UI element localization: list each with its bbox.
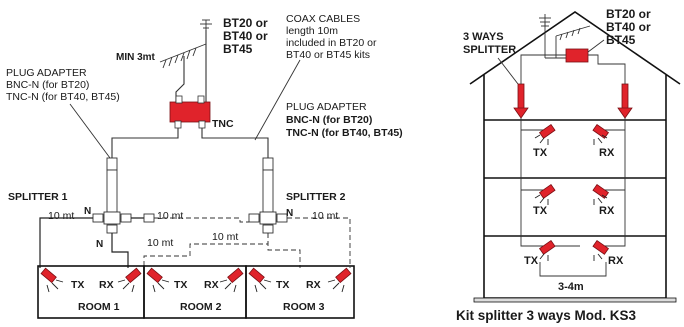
plug-adapter-right-title: PLUG ADAPTER [286,101,367,113]
floor-2-rx-antenna-icon [592,183,610,205]
plug-adapter-right-line1: BNC-N (for BT20) [286,114,372,126]
splitter-1 [106,169,118,213]
room-1-rx-antenna-icon [117,267,142,293]
n-label: N [286,208,293,219]
rx-label: RX [608,255,624,267]
house-roof [469,11,681,85]
right-diagram: BT20 or BT40 or BT45 3 WAYS SPLITTER TX [456,7,681,323]
repeater-device [565,48,589,63]
rx-label: RX [599,147,615,159]
splitter-left [517,83,525,111]
floor-1-tx-antenna-icon [534,123,556,145]
splitter-2-label: SPLITTER 2 [286,191,346,203]
coax-line3: included in BT20 or [286,37,377,49]
coax-line2: length 10m [286,25,338,37]
cable-length-label: 10 mt [157,210,183,222]
splitter-1-label: SPLITTER 1 [8,191,68,203]
room-3-label: ROOM 3 [283,301,325,313]
plug-adapter-left-title: PLUG ADAPTER [6,67,87,79]
device-label-line2: BT40 or [606,20,651,34]
floor-2-tx-antenna-icon [534,183,556,205]
cable-length-label: 10 mt [147,237,173,249]
tx-label: TX [524,255,539,267]
plug-adapter-left-line2: TNC-N (for BT40, BT45) [6,91,120,103]
room-2-rx-antenna-icon [219,267,244,293]
splitter-label-line1: 3 WAYS [463,31,504,43]
plug-adapter-left [106,157,118,171]
device-label-line1: BT20 or [606,7,651,21]
min-distance-label: MIN 3mt [116,52,156,63]
splitter-right [621,83,629,111]
floor-3-rx-antenna-icon [592,239,610,261]
rooftop-antenna-icon [539,14,591,59]
yagi-antenna-icon [159,19,212,69]
room-2-label: ROOM 2 [180,301,222,313]
room-2-tx-antenna-icon [146,267,170,293]
coax-line4: BT40 or BT45 kits [286,49,370,61]
room-1-label: ROOM 1 [78,301,120,313]
distance-label: 3-4m [558,281,584,293]
left-diagram: BT20 or BT40 or BT45 MIN 3mt COAX CABLES… [6,13,403,319]
rx-label: RX [599,205,615,217]
room-3-rx-antenna-icon [327,267,352,293]
device-label-line1: BT20 or [223,16,268,30]
plug-adapter-left-line1: BNC-N (for BT20) [6,79,89,91]
splitter-2 [262,169,274,213]
room-3 [245,265,355,319]
n-label: N [84,206,91,217]
floor-1-rx-antenna-icon [592,123,610,145]
n-label: N [96,239,103,250]
cable-length-label: 10 mt [212,231,238,243]
rx-label: RX [204,279,219,291]
tx-label: TX [174,279,187,291]
cable-length-label: 10 mt [312,210,338,222]
diagram-caption: Kit splitter 3 ways Mod. KS3 [456,308,637,323]
tx-label: TX [533,205,548,217]
tx-label: TX [71,279,84,291]
device-label-line2: BT40 or [223,29,268,43]
rx-label: RX [99,279,114,291]
repeater-device [169,101,211,123]
device-label-line3: BT45 [606,33,636,47]
cable-length-label: 10 mt [48,210,74,222]
rx-label: RX [306,279,321,291]
plug-adapter-right-line2: TNC-N (for BT40, BT45) [286,127,403,139]
plug-adapter-right [262,157,274,171]
tx-label: TX [533,147,548,159]
room-1-tx-antenna-icon [40,267,64,293]
splitter-label-line2: SPLITTER [463,44,516,56]
tx-label: TX [276,279,289,291]
device-label-line3: BT45 [223,42,253,56]
room-3-tx-antenna-icon [248,267,272,293]
coax-line1: COAX CABLES [286,13,360,25]
tnc-label: TNC [212,118,234,130]
floor-3-tx-antenna-icon [538,239,556,261]
